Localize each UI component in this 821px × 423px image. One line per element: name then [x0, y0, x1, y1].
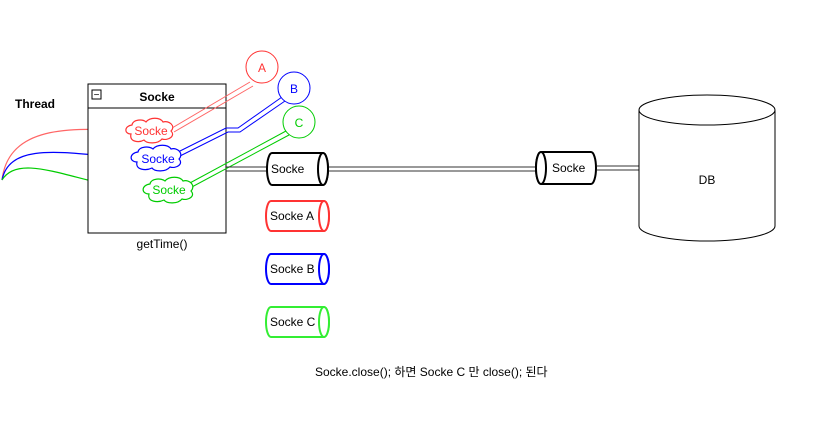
cloud-label-green: Socke	[152, 183, 186, 197]
database[interactable]: DB	[638, 94, 776, 242]
socket-server[interactable]: Socke	[535, 151, 597, 185]
connector-green	[187, 130, 290, 189]
connector-blue	[177, 96, 286, 157]
circle-label-a: A	[258, 61, 266, 75]
class-title: Socke	[139, 90, 175, 104]
cloud-red[interactable]: Socke	[125, 117, 174, 144]
socket-c-label: Socke C	[270, 315, 316, 329]
cloud-label-red: Socke	[134, 124, 168, 138]
cloud-green[interactable]: Socke	[142, 176, 194, 204]
socket-b-label: Socke B	[270, 262, 315, 276]
socket-main[interactable]: Socke	[266, 152, 329, 186]
cloud-label-blue: Socke	[141, 152, 175, 166]
circle-label-b: B	[290, 82, 298, 96]
connection-box-to-socket	[226, 166, 268, 172]
cloud-blue[interactable]: Socke	[130, 144, 182, 172]
connector-red	[171, 81, 254, 133]
socket-a-label: Socke A	[270, 209, 314, 223]
circle-label-c: C	[295, 116, 304, 130]
collapse-box[interactable]	[91, 89, 102, 100]
class-caption: getTime()	[137, 237, 188, 251]
socket-a[interactable]: Socke A	[265, 200, 330, 232]
circle-c[interactable]: C	[282, 105, 316, 139]
thread-label: Thread	[15, 97, 55, 111]
socket-main-label: Socke	[271, 162, 305, 176]
collapse-icon: −	[94, 90, 100, 101]
connection-socket-to-server	[329, 166, 537, 172]
circle-b[interactable]: B	[277, 71, 311, 105]
footnote: Socke.close(); 하면 Socke C 만 close(); 된다	[315, 365, 548, 379]
socket-server-label: Socke	[552, 161, 586, 175]
socket-c[interactable]: Socke C	[265, 306, 330, 338]
connection-server-to-db	[597, 165, 639, 171]
socket-b[interactable]: Socke B	[265, 253, 330, 285]
database-label: DB	[699, 173, 716, 187]
circle-a[interactable]: A	[245, 50, 279, 84]
